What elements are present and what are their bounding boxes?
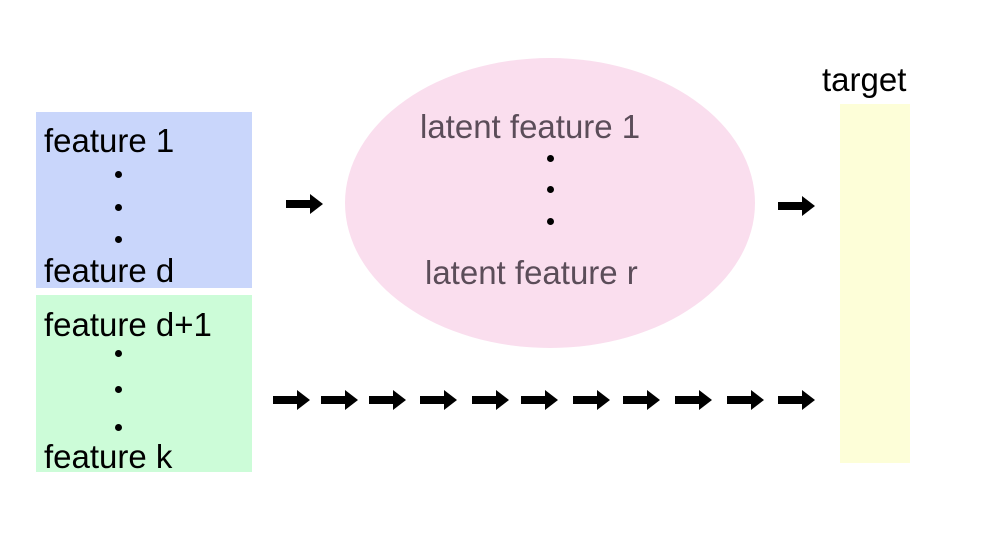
direct-arrow-icon (321, 390, 358, 410)
ellipsis-dot (115, 204, 122, 211)
direct-arrow-icon (369, 390, 406, 410)
latent-feature-r-label: latent feature r (425, 254, 638, 291)
arrow-to-target-icon (778, 196, 815, 216)
input-group-1-box (36, 112, 252, 288)
ellipsis-dot (547, 186, 554, 193)
ellipsis-dot (115, 386, 122, 393)
feature-k-label: feature k (44, 438, 173, 475)
feature-d-plus-1-label: feature d+1 (44, 306, 212, 343)
target-bar (840, 104, 910, 463)
latent-space-ellipse (345, 58, 755, 348)
input-group-2-box (36, 295, 252, 472)
feature-d-label: feature d (44, 252, 175, 289)
direct-arrow-icon (472, 390, 509, 410)
direct-arrow-icon (573, 390, 610, 410)
direct-arrow-icon (675, 390, 712, 410)
target-label: target (822, 61, 907, 98)
direct-arrow-icon (778, 390, 815, 410)
direct-arrow-icon (623, 390, 660, 410)
ellipsis-dot (115, 171, 122, 178)
ellipsis-dot (547, 155, 554, 162)
feature-1-label: feature 1 (44, 122, 175, 159)
direct-arrow-icon (727, 390, 764, 410)
ellipsis-dot (115, 424, 122, 431)
direct-arrow-icon (521, 390, 558, 410)
ellipsis-dot (547, 218, 554, 225)
direct-arrow-icon (420, 390, 457, 410)
direct-arrow-icon (273, 390, 310, 410)
ellipsis-dot (115, 350, 122, 357)
arrow-to-latent-icon (286, 194, 323, 214)
ellipsis-dot (115, 236, 122, 243)
latent-feature-1-label: latent feature 1 (420, 108, 641, 145)
